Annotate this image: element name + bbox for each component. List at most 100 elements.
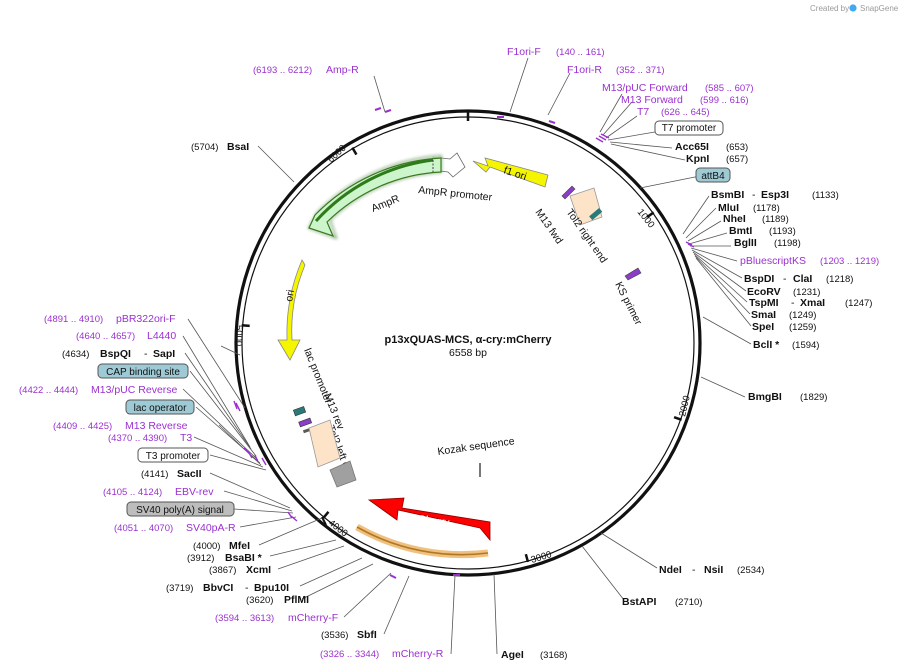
ampr-promoter-label: AmpR promoter (418, 184, 493, 204)
ampr-highlight-line (314, 158, 434, 223)
bmti-site[interactable]: BmtI (729, 225, 752, 237)
t3-promoter-box[interactable] (137, 447, 209, 463)
bsabi-pos: (3912) (187, 553, 214, 564)
smai-site[interactable]: SmaI (751, 309, 776, 321)
m13-fwd-label: M13 fwd (533, 207, 566, 247)
mlui-site[interactable]: MluI (718, 202, 739, 214)
ndei-dash: - (692, 564, 696, 576)
cap-binding-site-box[interactable] (97, 363, 189, 379)
m13-reverse-primer[interactable]: M13 Reverse (125, 420, 188, 432)
bsabi-site[interactable]: BsaBI * (225, 552, 263, 564)
m13-forward-primer[interactable]: M13 Forward (621, 94, 683, 106)
mcherry-f-primer[interactable]: mCherry-F (288, 612, 338, 624)
agei-site[interactable]: AgeI (501, 649, 524, 661)
f1ori-f-pos: (140 .. 161) (556, 47, 605, 58)
t7-promoter-box[interactable] (654, 120, 724, 136)
nhei-site[interactable]: NheI (723, 213, 746, 225)
m13-puc-reverse-primer[interactable]: M13/pUC Reverse (91, 384, 178, 396)
xcmi-site[interactable]: XcmI (246, 564, 271, 576)
attb4-box[interactable] (695, 167, 731, 183)
tspmi-dash: - (791, 297, 795, 309)
f1-ori-label: f1 ori (502, 164, 528, 183)
mcherry-orf-line (356, 526, 489, 556)
attb4-label: attB4 (701, 171, 725, 182)
acc65i-pos: (653) (726, 142, 748, 153)
sacii-site[interactable]: SacII (177, 468, 202, 480)
ebv-rev-primer[interactable]: EBV-rev (175, 486, 214, 498)
bsmbi-site[interactable]: BsmBI (711, 189, 744, 201)
t3-primer[interactable]: T3 (180, 432, 192, 444)
xmai-site[interactable]: XmaI (800, 297, 825, 309)
kpni-site[interactable]: KpnI (686, 153, 709, 165)
bsmbi-dash: - (752, 189, 756, 201)
bstapi-site[interactable]: BstAPI (622, 596, 657, 608)
mlui-pos: (1178) (753, 203, 780, 214)
m13-puc-forward-pos: (585 .. 607) (705, 83, 754, 94)
bcli-site[interactable]: BclI * (753, 339, 780, 351)
sbfi-site[interactable]: SbfI (357, 629, 377, 641)
mfei-pos: (4000) (193, 541, 220, 552)
sv40pa-r-primer[interactable]: SV40pA-R (186, 522, 236, 534)
mcherry-f-pos: (3594 .. 3613) (215, 613, 274, 624)
ampr-feature[interactable] (308, 157, 442, 237)
mfei-site[interactable]: MfeI (229, 540, 250, 552)
mcherry-feature[interactable] (367, 497, 491, 542)
bspqi-site[interactable]: BspQI (100, 348, 131, 360)
pflmi-site[interactable]: PflMI (284, 594, 309, 606)
bmgbi-site[interactable]: BmgBI (748, 391, 782, 403)
sv40-polya-signal-box[interactable] (126, 501, 235, 517)
esp3i-site[interactable]: Esp3I (761, 189, 789, 201)
agei-pos: (3168) (540, 650, 567, 661)
amp-r-primer[interactable]: Amp-R (326, 64, 359, 76)
m13-rev-primer-mark[interactable] (298, 417, 313, 428)
t7-primer[interactable]: T7 (637, 106, 649, 118)
smai-pos: (1249) (789, 310, 816, 321)
lac-operator-mark[interactable] (292, 406, 307, 417)
pbluescriptks-primer[interactable]: pBluescriptKS (740, 255, 806, 267)
bglii-pos: (1198) (774, 238, 801, 249)
acc65i-site[interactable]: Acc65I (675, 141, 709, 153)
spei-site[interactable]: SpeI (752, 321, 774, 333)
bpu10i-site[interactable]: Bpu10I (254, 582, 289, 594)
attb4-mark[interactable] (589, 207, 603, 221)
ori-feature[interactable] (277, 259, 306, 361)
ndei-site[interactable]: NdeI (659, 564, 682, 576)
l4440-primer[interactable]: L4440 (147, 330, 176, 342)
kozak-label: Kozak sequence (437, 435, 516, 458)
ebv-rev-pos: (4105 .. 4124) (103, 487, 162, 498)
bspdi-site[interactable]: BspDI (744, 273, 774, 285)
bglii-site[interactable]: BglII (734, 237, 757, 249)
created-by-label: Created by (810, 4, 849, 13)
snapgene-logo-icon (849, 4, 857, 12)
nsii-site[interactable]: NsiI (704, 564, 723, 576)
m13-puc-forward-primer[interactable]: M13/pUC Forward (602, 82, 688, 94)
plasmid-name: p13xQUAS-MCS, α-cry:mCherry (385, 334, 553, 346)
amp-r-pos: (6193 .. 6212) (253, 65, 312, 76)
tspmi-pos: (1247) (845, 298, 872, 309)
f1ori-f-primer[interactable]: F1ori-F (507, 46, 541, 58)
ecorv-pos: (1231) (793, 287, 820, 298)
f1-ori-feature[interactable] (472, 157, 549, 188)
tol2-left-end-cap[interactable] (329, 460, 357, 488)
f1ori-r-primer[interactable]: F1ori-R (567, 64, 602, 76)
xcmi-pos: (3867) (209, 565, 236, 576)
bsmbi-pos: (1133) (812, 190, 839, 201)
bsai-site[interactable]: BsaI (227, 141, 249, 153)
leader-lines-left (182, 318, 456, 655)
mcherry-r-primer[interactable]: mCherry-R (392, 648, 444, 660)
ks-primer-mark[interactable] (624, 267, 642, 281)
ampr-label: AmpR (370, 193, 402, 215)
tol2-left-end-feature[interactable] (308, 419, 341, 468)
tick-mark-5000 (241, 324, 250, 328)
pbr322ori-f-primer[interactable]: pBR322ori-F (116, 313, 176, 325)
tick-mark-4000 (322, 510, 330, 519)
lac-operator-box[interactable] (125, 399, 195, 415)
m13-fwd-primer-mark[interactable] (561, 185, 576, 200)
clai-site[interactable]: ClaI (793, 273, 812, 285)
bbvci-site[interactable]: BbvCI (203, 582, 233, 594)
sv40-polya-signal-label: SV40 poly(A) signal (136, 505, 224, 516)
ecorv-site[interactable]: EcoRV (747, 286, 781, 298)
tspmi-site[interactable]: TspMI (749, 297, 779, 309)
cap-binding-site-label: CAP binding site (106, 367, 180, 378)
sapi-site[interactable]: SapI (153, 348, 175, 360)
